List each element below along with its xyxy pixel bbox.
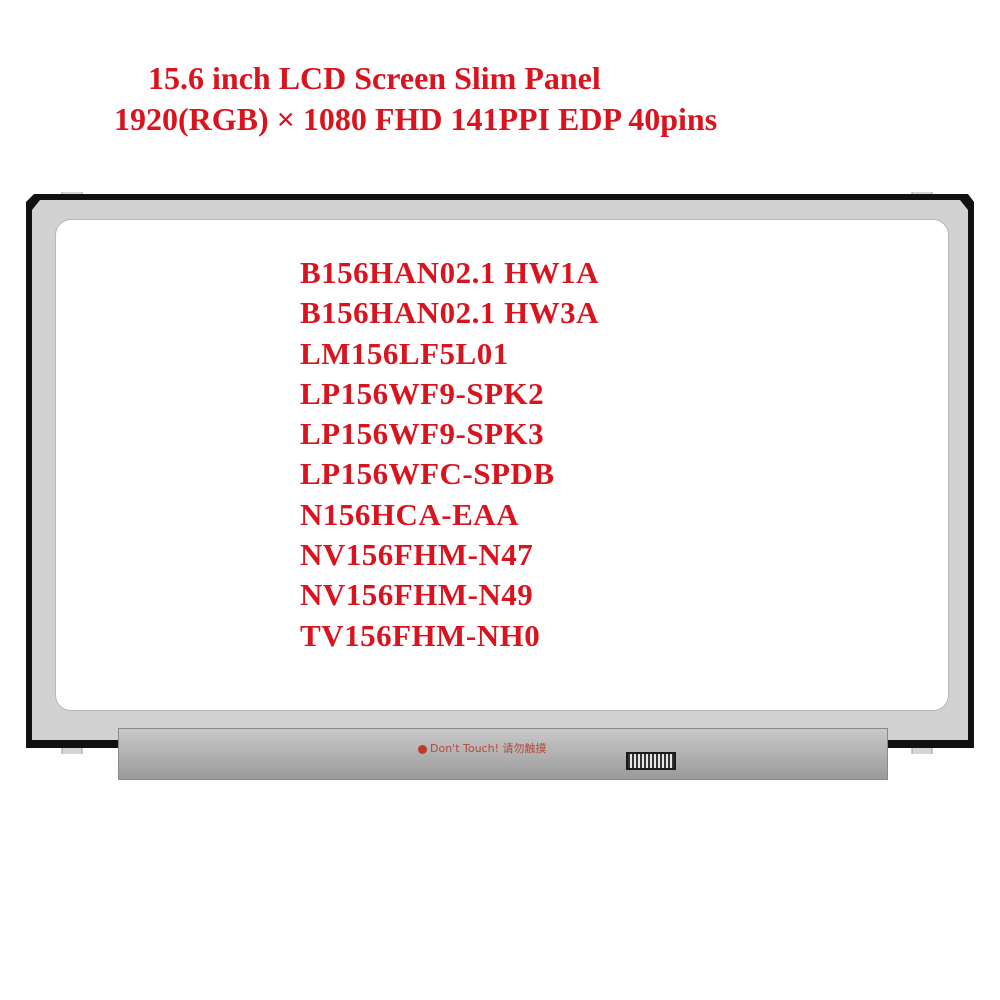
model-item: B156HAN02.1 HW1A bbox=[300, 255, 600, 290]
model-item: TV156FHM-NH0 bbox=[300, 617, 541, 653]
model-item: B156HAN02.1 HW3A bbox=[300, 295, 600, 331]
model-item: LP156WF9-SPK3 bbox=[300, 416, 545, 452]
compatible-model-list: B156HAN02.1 HW1A B156HAN02.1 HW3A LM156L… bbox=[300, 253, 599, 656]
model-item: N156HCA-EAA bbox=[300, 496, 520, 532]
product-specs: 1920(RGB) × 1080 FHD 141PPI EDP 40pins bbox=[114, 101, 718, 137]
warning-label: Don't Touch! 请勿触摸 bbox=[418, 740, 546, 756]
model-item: LP156WFC-SPDB bbox=[300, 456, 555, 492]
model-item: NV156FHM-N47 bbox=[300, 537, 534, 573]
lcd-panel-image bbox=[24, 192, 976, 754]
model-item: LP156WF9-SPK2 bbox=[300, 375, 545, 411]
flex-cable-strip bbox=[118, 728, 888, 780]
warning-text: Don't Touch! 请勿触摸 bbox=[430, 742, 547, 755]
model-item: LM156LF5L01 bbox=[300, 335, 509, 371]
display-area bbox=[55, 219, 949, 711]
product-title: 15.6 inch LCD Screen Slim Panel bbox=[148, 60, 601, 96]
model-item: NV156FHM-N49 bbox=[300, 577, 534, 613]
edp-connector bbox=[626, 752, 676, 770]
warning-icon bbox=[418, 744, 427, 754]
